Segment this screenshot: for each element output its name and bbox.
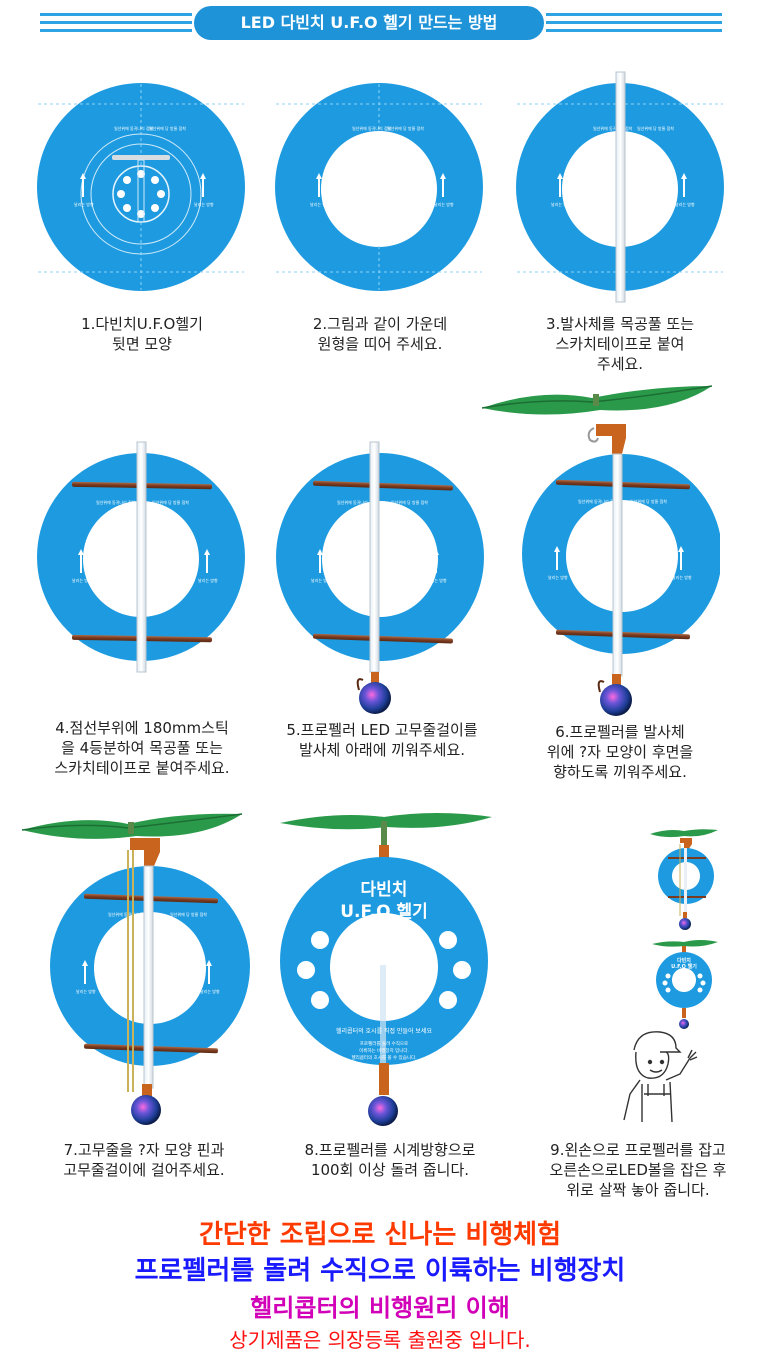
svg-text:일선위에 동귀나리 접착: 일선위에 동귀나리 접착	[114, 125, 154, 131]
svg-text:다빈치: 다빈치	[361, 880, 408, 900]
step-9-caption: 9.왼손으로 프로펠러를 잡고 오른손으로LED볼을 잡은 후 위로 살짝 놓아…	[549, 1141, 727, 1199]
svg-text:일선위에 동귀나리 접착: 일선위에 동귀나리 접착	[352, 125, 392, 131]
svg-text:날리는 방향: 날리는 방향	[548, 574, 568, 580]
svg-text:헬리콥터의 호시를 볼 수 있습니다.: 헬리콥터의 호시를 볼 수 있습니다.	[351, 1054, 416, 1061]
svg-text:날리는 방향: 날리는 방향	[200, 988, 220, 994]
step-7-illustration: 일선위에 동귀나리 접착 일선위에 당 방울 접착 날리는 방향 날리는 방향	[21, 813, 251, 1125]
header-stripe-right-1	[546, 13, 722, 16]
svg-text:날리는 방향: 날리는 방향	[311, 577, 331, 583]
svg-text:헬리콥터의 호시를 직접 만들어 보세요: 헬리콥터의 호시를 직접 만들어 보세요	[336, 1027, 432, 1035]
svg-text:일선위에 당 방울 접착: 일선위에 당 방울 접착	[387, 125, 424, 131]
svg-text:일선위에 당 방울 접착: 일선위에 당 방울 접착	[637, 125, 674, 131]
svg-text:U.F.O 헬기: U.F.O 헬기	[340, 902, 428, 922]
svg-text:프로펠러를 돌려 수직으로: 프로펠러를 돌려 수직으로	[360, 1040, 408, 1047]
svg-text:날리는 방향: 날리는 방향	[551, 201, 571, 207]
header-stripe-left-1	[40, 13, 192, 16]
footer-line-4: 상기제품은 의장등록 출원중 입니다.	[229, 1328, 531, 1352]
svg-text:날리는 방향: 날리는 방향	[74, 201, 94, 207]
step-6-illustration: 일선위에 동귀나리 접착 일선위에 당 방울 접착 날리는 방향 날리는 방향	[481, 385, 720, 716]
svg-text:일선위에 동귀나리 접착: 일선위에 동귀나리 접착	[578, 498, 618, 504]
svg-text:날리는 방향: 날리는 방향	[198, 577, 218, 583]
footer-line-2: 프로펠러를 돌려 수직으로 이륙하는 비행장치	[134, 1256, 626, 1286]
svg-text:일선위에 당 방울 접착: 일선위에 당 방울 접착	[170, 911, 207, 917]
step-3-illustration: 일선위에 동귀나리 접착 일선위에 당 방울 접착 날리는 방향 날리는 방향	[516, 71, 725, 303]
svg-text:이륙하는 비행장치 입니다.: 이륙하는 비행장치 입니다.	[359, 1047, 409, 1054]
header-stripe-left-3	[40, 29, 192, 32]
svg-text:다빈치: 다빈치	[677, 957, 691, 964]
step-5-illustration: 일선위에 동귀나리 접착 일선위에 당 방울 접착 날리는 방향 날리는 방향	[276, 441, 485, 714]
step-1-illustration: 일선위에 동귀나리 접착 일선위에 당 방울 접착 날리는 방향 날리는 방향	[37, 83, 245, 291]
header-stripe-right-2	[546, 21, 722, 24]
footer-line-1: 간단한 조립으로 신나는 비행체험	[198, 1220, 562, 1250]
step-2-illustration: 일선위에 동귀나리 접착 일선위에 당 방울 접착 날리는 방향 날리는 방향	[275, 83, 484, 291]
page-title: LED 다빈치 U.F.O 헬기 만드는 방법	[194, 6, 544, 40]
step-9-ufo-small-2: 다빈치 U.F.O 헬기	[652, 940, 718, 1029]
step-6-caption: 6.프로펠러를 발사체 위에 ?자 모양이 후면을 향하도록 끼워주세요.	[546, 723, 694, 781]
svg-text:일선위에 당 방울 접착: 일선위에 당 방울 접착	[630, 498, 667, 504]
svg-text:U.F.O 헬기: U.F.O 헬기	[671, 963, 697, 970]
header-stripe-left-2	[40, 21, 192, 24]
step-1-caption: 1.다빈치U.F.O헬기 뒷면 모양	[81, 315, 203, 353]
svg-text:날리는 방향: 날리는 방향	[72, 577, 92, 583]
header-stripe-right-3	[546, 29, 722, 32]
svg-text:일선위에 당 방울 접착: 일선위에 당 방울 접착	[391, 499, 428, 505]
step-8-caption: 8.프로펠러를 시계방향으로 100회 이상 돌려 줍니다.	[304, 1141, 476, 1179]
step-7-caption: 7.고무줄을 ?자 모양 핀과 고무줄걸이에 걸어주세요.	[63, 1141, 225, 1179]
svg-text:일선위에 동귀나리 접착: 일선위에 동귀나리 접착	[96, 499, 136, 505]
footer-line-3: 헬리콥터의 비행원리 이해	[250, 1294, 510, 1322]
step-3-caption: 3.발사체를 목공풀 또는 스카치테이프로 붙여 주세요.	[545, 315, 695, 373]
child-illustration	[623, 1031, 698, 1123]
svg-text:일선위에 당 방울 접착: 일선위에 당 방울 접착	[152, 499, 189, 505]
step-9-ufo-small-1	[650, 829, 718, 930]
step-2-caption: 2.그림과 같이 가운데 원형을 띠어 주세요.	[312, 315, 448, 353]
svg-text:날리는 방향: 날리는 방향	[194, 201, 214, 207]
svg-text:일선위에 동귀나리 접착: 일선위에 동귀나리 접착	[593, 125, 633, 131]
svg-text:날리는 방향: 날리는 방향	[672, 574, 692, 580]
step-4-caption: 4.점선부위에 180mm스틱 을 4등분하여 목공풀 또는 스카치테이프로 붙…	[54, 719, 230, 777]
step-4-illustration: 일선위에 동귀나리 접착 일선위에 당 방울 접착 날리는 방향 날리는 방향	[37, 441, 246, 673]
svg-text:날리는 방향: 날리는 방향	[76, 988, 96, 994]
svg-text:일선위에 당 방울 접착: 일선위에 당 방울 접착	[149, 125, 186, 131]
step-5-caption: 5.프로펠러 LED 고무줄걸이를 발사체 아래에 끼워주세요.	[286, 721, 478, 759]
svg-text:날리는 방향: 날리는 방향	[675, 201, 695, 207]
svg-text:날리는 방향: 날리는 방향	[310, 201, 330, 207]
svg-text:일선위에 동귀나리 접착: 일선위에 동귀나리 접착	[337, 499, 377, 505]
step-8-illustration: 다빈치 U.F.O 헬기 헬리콥터의 호시를 직접 만들어 보세요 프로펠러를 …	[280, 813, 492, 1126]
svg-text:날리는 방향: 날리는 방향	[434, 201, 454, 207]
svg-text:날리는 방향: 날리는 방향	[427, 577, 447, 583]
